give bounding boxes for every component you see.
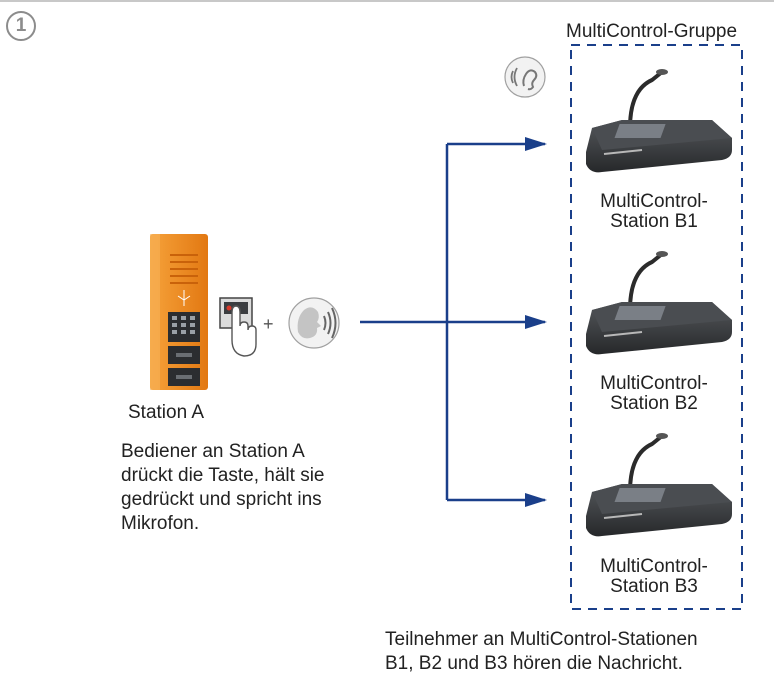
listeners-caption-line: Teilnehmer an MultiControl-Stationen: [385, 629, 698, 650]
group-title: MultiControl-Gruppe: [566, 21, 738, 42]
station-label-line: Station B2: [610, 393, 698, 414]
multicontrol-station-b3-device: [586, 433, 732, 537]
station-a-device: [150, 234, 208, 390]
step-number-badge: 1: [6, 11, 36, 41]
station-label-line: MultiControl-: [600, 191, 708, 212]
speaking-icon: [288, 297, 340, 349]
station-b3-label: MultiControl- Station B3: [574, 557, 734, 597]
station-label-line: Station B1: [610, 211, 698, 232]
multicontrol-group-frame: [570, 44, 743, 610]
listen-icon: [504, 56, 546, 98]
station-a-label: Station A: [128, 402, 205, 423]
operator-caption-line: Bediener an Station A: [121, 441, 305, 462]
multicontrol-station-b2-device: [586, 251, 732, 355]
operator-caption: Bediener an Station A drückt die Taste, …: [121, 440, 401, 536]
operator-caption-line: drückt die Taste, hält sie: [121, 465, 325, 486]
listeners-caption: Teilnehmer an MultiControl-Stationen B1,…: [385, 628, 774, 676]
listeners-caption-line: B1, B2 und B3 hören die Nachricht.: [385, 653, 683, 674]
press-button-icon: [219, 297, 257, 357]
plus-sign: +: [263, 314, 274, 334]
station-label-line: Station B3: [610, 576, 698, 597]
multicontrol-station-b1-device: [586, 69, 732, 173]
operator-caption-line: gedrückt und spricht ins: [121, 489, 322, 510]
station-label-line: MultiControl-: [600, 556, 708, 577]
station-b1-label: MultiControl- Station B1: [574, 192, 734, 232]
operator-caption-line: Mikrofon.: [121, 513, 200, 534]
signal-arrows: [360, 137, 547, 507]
station-label-line: MultiControl-: [600, 373, 708, 394]
station-b2-label: MultiControl- Station B2: [574, 374, 734, 414]
top-divider: [0, 0, 774, 2]
